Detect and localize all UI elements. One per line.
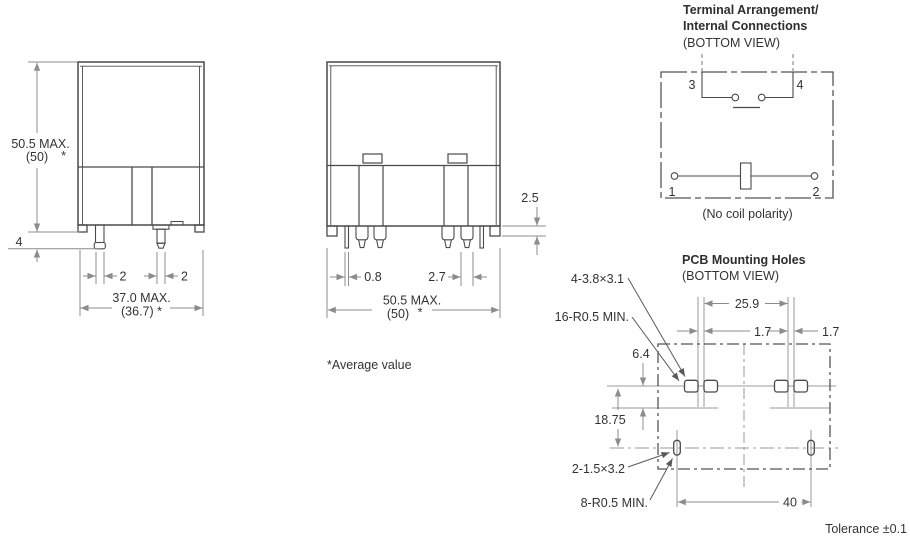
row-spacing-label: 18.75 (594, 413, 625, 427)
hole-radius-callout: 16-R0.5 MIN. (555, 310, 629, 324)
front-standoff-left (77, 224, 88, 233)
gap-1-7-right-label: 1.7 (822, 325, 839, 339)
coil-symbol (739, 162, 752, 190)
offset-6-4-label: 6.4 (632, 347, 649, 361)
pcb-title: PCB Mounting Holes (682, 253, 806, 267)
terminal-title-line2: Internal Connections (683, 19, 807, 33)
side-thin-pin-right (479, 225, 485, 249)
terminal-4-label: 4 (797, 78, 804, 92)
terminal-arrangement: Terminal Arrangement/ Internal Connectio… (660, 3, 834, 221)
slot-pitch-40-label: 40 (783, 496, 797, 510)
pcb-subtitle: (BOTTOM VIEW) (682, 269, 779, 283)
no-coil-polarity-note: (No coil polarity) (702, 207, 792, 221)
average-value-footnote: *Average value (327, 358, 412, 372)
pcb-holes (673, 379, 815, 456)
side-case (326, 61, 501, 227)
front-width-label: 37.0 MAX. (112, 291, 170, 305)
pcb-mounting-holes: PCB Mounting Holes (BOTTOM VIEW) (555, 253, 840, 510)
pcb-board-outline (657, 343, 831, 470)
front-pin-length-label: 4 (16, 235, 23, 249)
side-thin-pin-left (344, 225, 350, 249)
mounting-hole-4 (793, 379, 809, 393)
front-view-dimensions (8, 61, 204, 316)
coil-terminal-2 (810, 172, 819, 180)
front-view-outline (77, 61, 205, 250)
front-pin-width-right-label: 2 (181, 270, 188, 284)
side-wide-pin-4 (460, 226, 474, 249)
coil-terminal-1 (670, 172, 679, 180)
side-latch-left (362, 153, 383, 164)
side-view-outline (326, 61, 501, 249)
front-pin-width-left-label: 2 (120, 270, 127, 284)
terminal-3-label: 3 (689, 78, 696, 92)
tolerance-note: Tolerance ±0.1 (825, 522, 907, 536)
side-view-labels: 2.5 0.8 2.7 50.5 MAX. (50) * *Average va… (327, 191, 539, 372)
side-latch-right (447, 153, 468, 164)
front-case (77, 61, 205, 226)
slot-size-callout: 2-1.5×3.2 (572, 462, 625, 476)
pcb-centerlines (607, 297, 838, 507)
mounting-hole-2 (703, 379, 719, 393)
side-wide-pin-2 (373, 226, 387, 249)
front-width-label2: (36.7) * (121, 305, 162, 319)
gap-1-7-left-label: 1.7 (754, 325, 771, 339)
contact-circuit (701, 72, 794, 109)
side-wide-pin-1 (355, 226, 369, 249)
side-width-label: 50.5 MAX. (383, 294, 441, 308)
side-view-dimensions (326, 207, 546, 318)
side-standoff-label: 2.5 (521, 191, 538, 205)
mounting-hole-1 (683, 379, 699, 393)
side-thin-pin-label: 0.8 (364, 270, 381, 284)
coil-slot-right (807, 439, 815, 456)
terminal-1-label: 1 (669, 185, 676, 199)
front-height-label: 50.5 MAX. (11, 137, 69, 151)
slot-radius-callout: 8-R0.5 MIN. (581, 496, 648, 510)
side-standoff-left (326, 225, 338, 237)
mounting-hole-3 (773, 379, 789, 393)
coil-slot-left (673, 439, 681, 456)
pitch-25-9-label: 25.9 (735, 297, 759, 311)
pcb-callout-leaders (627, 277, 686, 501)
side-width-star: * (418, 306, 423, 320)
contact-terminal-3 (731, 93, 740, 102)
front-height-star: * (61, 149, 66, 163)
contact-terminal-4 (757, 93, 766, 102)
terminal-title-line1: Terminal Arrangement/ (683, 3, 819, 17)
front-pin-left (93, 224, 106, 250)
side-width-label2: (50) (387, 307, 409, 321)
front-pin-right (152, 224, 170, 249)
side-wide-pin-label: 2.7 (428, 270, 445, 284)
front-view-labels: 50.5 MAX. (50) * 4 2 2 37.0 MAX. (36.7) … (11, 137, 188, 319)
side-wide-pin-3 (441, 226, 455, 249)
side-standoff-right (489, 225, 501, 237)
pcb-dimensions (614, 300, 818, 506)
terminal-2-label: 2 (813, 185, 820, 199)
front-height-label2: (50) (26, 150, 48, 164)
terminal-outline-box (660, 71, 834, 199)
terminal-subtitle: (BOTTOM VIEW) (683, 36, 780, 50)
hole-size-callout: 4-3.8×3.1 (571, 272, 624, 286)
coil-circuit (670, 162, 819, 190)
front-standoff-right (194, 224, 205, 233)
